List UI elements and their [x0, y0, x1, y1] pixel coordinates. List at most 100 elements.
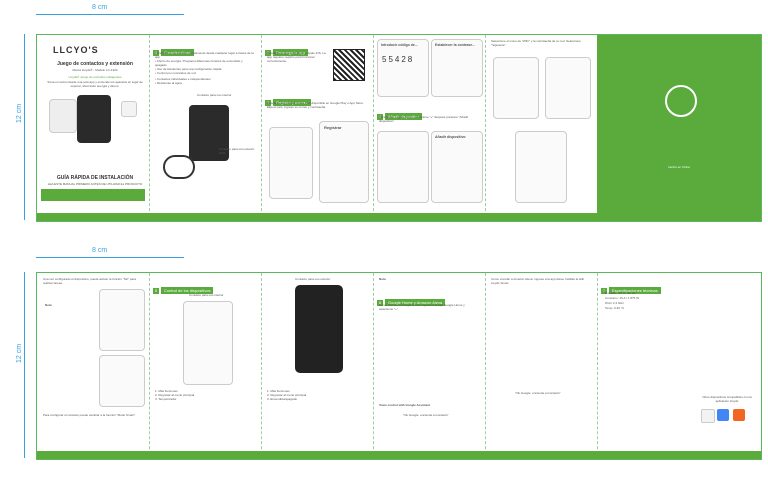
phone-screenshot-outdoor: [295, 285, 343, 373]
width-dimension-bottom: 8 cm: [92, 247, 108, 254]
indoor-contact-label: Contacto para uso interior: [197, 93, 232, 97]
outdoor-contact-label: Contacto para uso exterior IP44: [219, 147, 255, 155]
register-heading: Registro y acceso: [273, 99, 311, 106]
back-cover-panel: Hecho en China: [597, 35, 761, 221]
brand-logo: LLCYO'S: [53, 45, 99, 55]
height-dimension-top: 12 cm: [16, 103, 24, 124]
download-heading: Descarga la app: [273, 49, 309, 56]
download-text: Descarga la app en Android o Apple iOS. …: [267, 51, 326, 63]
outdoor-plug-image: [77, 95, 111, 143]
product-intro: Toma el control desde una sola app y enc…: [47, 80, 143, 88]
cable-image: [163, 155, 195, 179]
alexa-heading: Google Home y Amazon Alexa: [385, 299, 446, 306]
phone-screenshot-wifi: Establecer la contrase...: [431, 39, 483, 97]
app-icon: [121, 101, 137, 117]
phone-screenshot-setup: [99, 289, 145, 351]
bottom-stripe: [37, 213, 761, 221]
product-model: Marca Lloyds® - Modelo LC-1320: [72, 68, 118, 72]
section-7-number: 7: [601, 288, 607, 294]
phone-screenshot-1: [269, 127, 313, 199]
qr-code: [333, 49, 365, 81]
voice-commands-title: Voice control with Google Assistant: [379, 403, 431, 407]
compatible-text: Otros dispositivos compatibles con la ap…: [702, 395, 752, 403]
voice-commands: "Ok Google, enciende el contacto": [403, 413, 449, 417]
note-label-2: Nota: [379, 277, 386, 281]
width-dimension-line-top: [36, 14, 184, 15]
section-2-number: 2: [265, 50, 271, 56]
features-text: • Dispositivo controlable remotamente de…: [155, 51, 254, 75]
control-heading: Control de los dispositivos: [161, 287, 214, 294]
alexa-panel-2: Cómo vincular a Amazon Alexa: ingrese a …: [485, 273, 598, 459]
features-heading: Características: [161, 49, 194, 56]
phone-screenshot-add-2: Añadir dispositivo: [431, 131, 483, 203]
height-dimension-line-bottom: [24, 272, 25, 458]
cover-panel: LLCYO'S Juego de contactos y extensión M…: [37, 35, 150, 221]
compatible-icon-2: [717, 409, 729, 421]
compatible-icon-3: [733, 409, 745, 421]
wifi-steps-panel: Seleccione el icono de "WiFi" y la contr…: [485, 35, 598, 221]
sheet-front: LLCYO'S Juego de contactos y extensión M…: [36, 34, 762, 222]
bottom-stripe-2: [37, 451, 761, 459]
phone-screenshot-code: Introducir código de... 55428: [377, 39, 429, 97]
cover-warning-band: [41, 189, 145, 201]
register-title: Registrar: [324, 125, 342, 130]
outdoor-control-panel: Contacto para uso exterior 1. Más funcio…: [261, 273, 374, 459]
outdoor-device-image: [189, 105, 229, 161]
product-tagline: Lloyds® Juego de enchufes inteligentes: [68, 75, 122, 79]
spec-temp: Temp. 0-40 °C: [605, 306, 625, 310]
indoor-contact-title: Contacto para uso interior: [189, 293, 224, 297]
setup-text: Una vez configurado el dispositivo, pued…: [43, 277, 137, 285]
alexa-voice-commands: "Ok Google, enciende el contacto": [515, 391, 561, 395]
indoor-plug-image: [49, 99, 77, 133]
phone-screenshot-control: [183, 301, 233, 385]
section-6-number: 6: [377, 300, 383, 306]
guide-title: GUÍA RÁPIDA DE INSTALACIÓN: [56, 175, 134, 181]
code-value: 55428: [382, 55, 415, 64]
phone-screenshot-setup-2: [99, 355, 145, 407]
height-dimension-line-top: [24, 34, 25, 220]
made-in: Hecho en China: [668, 165, 690, 169]
phone-screenshot-wifi-2: [493, 57, 539, 119]
wifi-title: Establecer la contrase...: [435, 43, 476, 47]
phone-screenshot-add-1: [377, 131, 429, 203]
features-list: • Contactos individuales e independiente…: [155, 77, 211, 85]
phone-screenshot-register: Registrar: [319, 121, 369, 203]
wifi-logo-icon: [665, 85, 697, 117]
setup-text-2: Para configurar el contacto puede cambia…: [43, 413, 136, 417]
register-text: Descarga app Lloyds Smart Plus disponibl…: [267, 101, 364, 109]
alexa-text: Cómo vincular a Google Home: ingrese a l…: [379, 303, 465, 311]
code-panel: Introducir código de... 55428 Establecer…: [373, 35, 486, 221]
phone-screenshot-wifi-3: [545, 57, 591, 119]
spec-voltage: Entrada: 127 V~ 60 Hz: [605, 291, 636, 295]
section-3-number: 3: [265, 100, 271, 106]
sheet-back: Una vez configurado el dispositivo, pued…: [36, 272, 762, 460]
product-title: Juego de contactos y extensión: [57, 61, 133, 67]
height-dimension-bottom: 12 cm: [16, 343, 24, 364]
add-device-heading: Añadir dispositivo: [385, 113, 423, 120]
code-title: Introducir código de...: [381, 43, 418, 47]
alexa-steps: Cómo vincular a Amazon Alexa: ingrese a …: [491, 277, 584, 285]
width-dimension-top: 8 cm: [92, 4, 108, 11]
setup-panel: Una vez configurado el dispositivo, pued…: [37, 273, 150, 459]
note-label-1: Nota: [45, 303, 52, 307]
compatible-icon-1: [701, 409, 715, 423]
section-4-number: 4: [377, 114, 383, 120]
outdoor-contact-title: Contacto para uso exterior: [295, 277, 331, 281]
guide-subtitle: LEA ESTE MANUAL PRIMERO ANTES DE UTILIZA…: [47, 182, 143, 186]
add-device-text: Abra la app Lloyds Smart, seleccione "+"…: [379, 115, 469, 123]
wifi-steps-text: Seleccione el icono de "WiFi" y la contr…: [491, 39, 581, 47]
width-dimension-line-bottom: [36, 257, 184, 258]
specs-heading: Especificaciones técnicas: [609, 287, 661, 294]
phone-screenshot-wifi-4: [515, 131, 567, 203]
spec-power: Consumo: 15 A / 1 875 W: [605, 296, 640, 300]
section-5-number: 5: [153, 288, 159, 294]
spec-wifi: Wi-Fi 2,4 GHz: [605, 301, 624, 305]
add-title: Añadir dispositivo: [435, 135, 466, 139]
